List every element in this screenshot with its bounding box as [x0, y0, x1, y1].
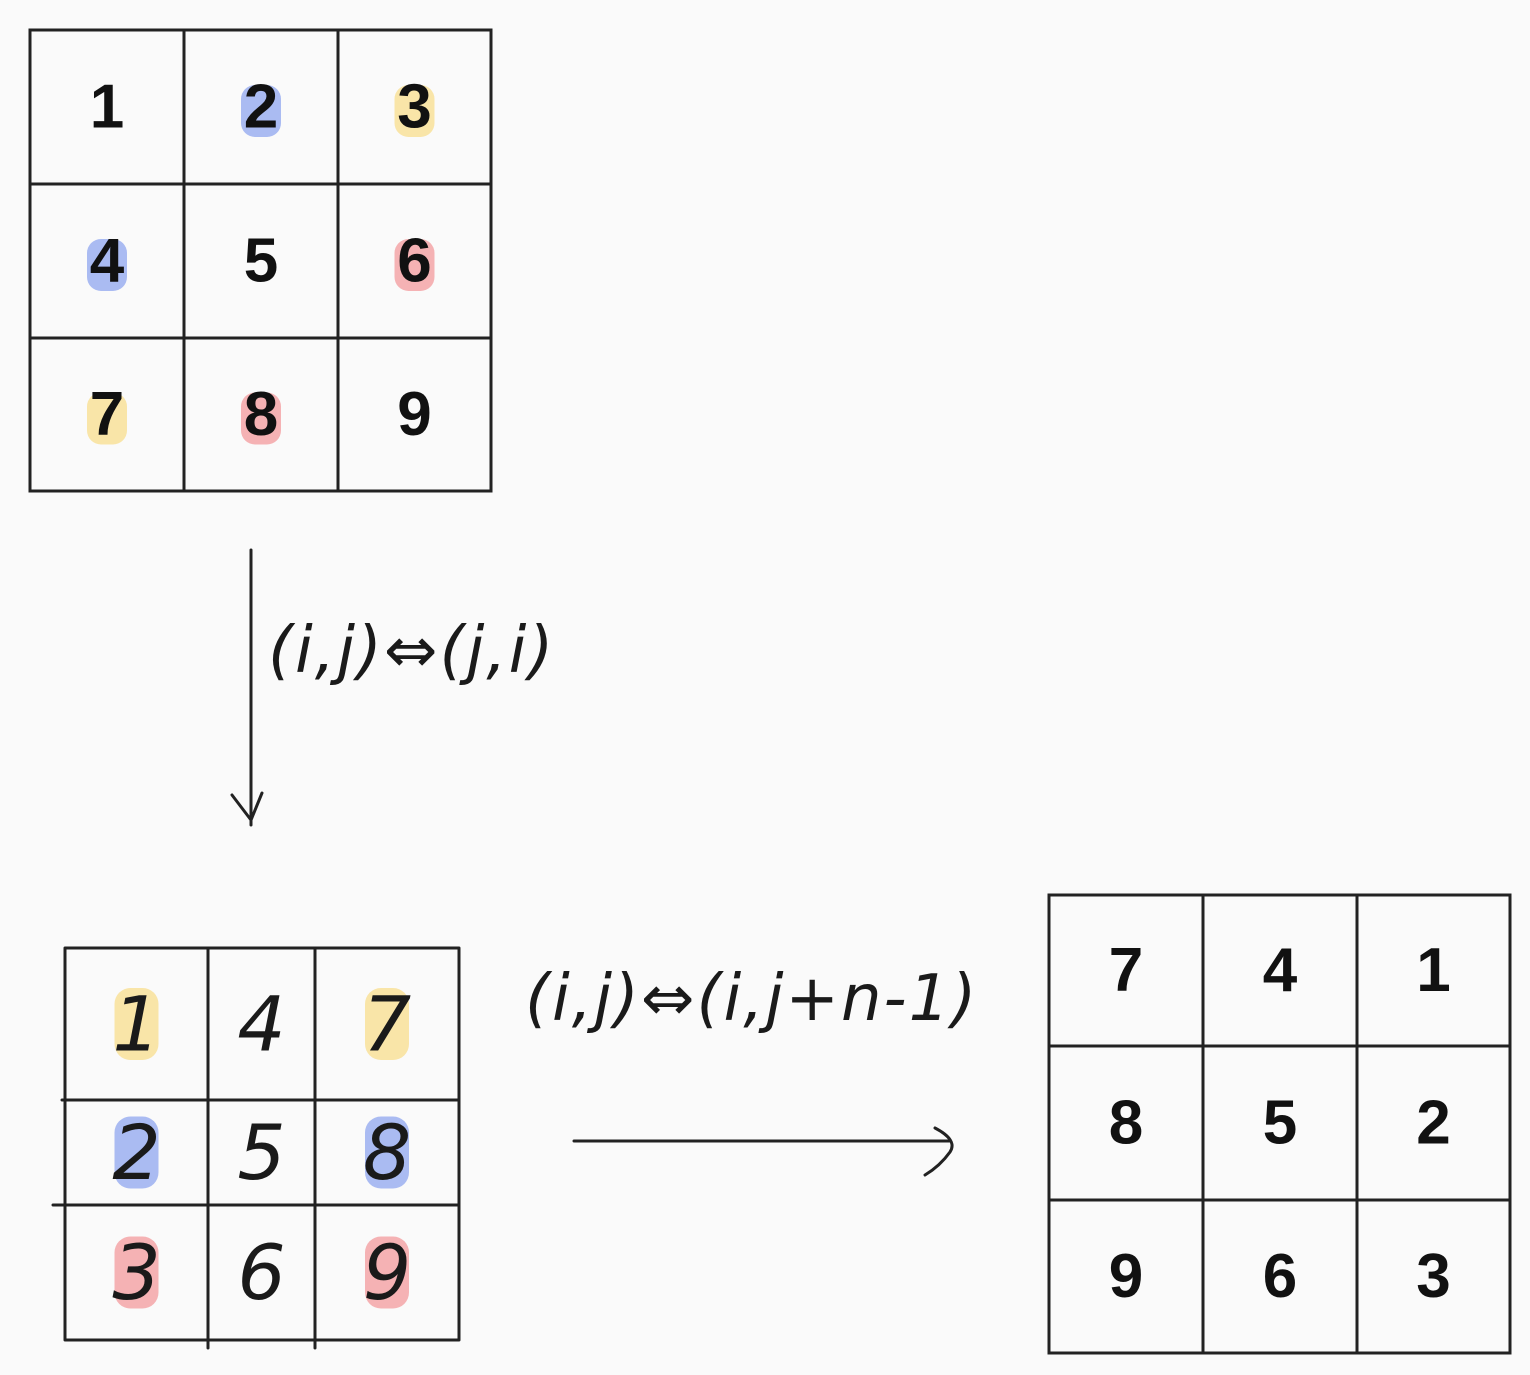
rotated_matrix-cell-8: 8 — [1109, 1089, 1143, 1158]
flip-label: (i,j)⇔(i,j+n-1) — [525, 962, 978, 1036]
original-matrix: 1 2 3 4 5 6 7 8 9 — [28, 28, 493, 493]
transposed_matrix-highlight-red — [114, 1236, 159, 1309]
transposed_matrix-border — [63, 946, 461, 1342]
transposed_matrix-cell-2: 2 — [112, 1108, 160, 1197]
original_matrix-cell-8: 8 — [244, 380, 278, 449]
transposed_matrix-highlight-red — [365, 1236, 409, 1309]
original_matrix-highlight-red — [241, 392, 281, 445]
transposed_matrix-highlight-yellow — [114, 988, 159, 1060]
transposed_matrix-cell-6: 6 — [237, 1228, 285, 1317]
original_matrix-cell-2: 2 — [244, 73, 278, 142]
rotated_matrix-border — [1047, 893, 1512, 1355]
rotated_matrix-cell-3: 3 — [1416, 1242, 1450, 1311]
original_matrix-cell-9: 9 — [397, 380, 431, 449]
original_matrix-highlight-red — [394, 239, 435, 291]
original_matrix-cell-7: 7 — [90, 380, 124, 449]
transpose-label: (i,j)⇔(j,i) — [268, 614, 555, 688]
rotated_matrix-cell-5: 5 — [1263, 1089, 1297, 1158]
transposed_matrix-cell-8: 8 — [363, 1108, 411, 1197]
transposed_matrix-cell-7: 7 — [363, 980, 411, 1069]
right-arrow — [572, 1126, 954, 1177]
original_matrix-highlight-yellow — [394, 85, 435, 137]
rotated_matrix-cell-2: 2 — [1416, 1089, 1450, 1158]
transposed_matrix-cell-1: 1 — [112, 980, 160, 1069]
transposed_matrix-cell-3: 3 — [112, 1228, 160, 1317]
transposed_matrix-highlight-blue — [114, 1116, 159, 1189]
rotated-matrix: 7 4 1 8 5 2 9 6 3 — [1047, 893, 1512, 1355]
original_matrix-cell-6: 6 — [397, 227, 431, 296]
rotated_matrix-cell-9: 9 — [1109, 1242, 1143, 1311]
down-arrow — [230, 548, 264, 827]
original_matrix-highlight-blue — [87, 239, 127, 291]
rotated_matrix-cell-4: 4 — [1263, 936, 1298, 1005]
transposed_matrix-highlight-yellow — [365, 988, 409, 1060]
original_matrix-cell-5: 5 — [244, 227, 278, 296]
transposed_matrix-cell-9: 9 — [363, 1228, 411, 1317]
transposed_matrix-highlight-blue — [365, 1116, 409, 1189]
original_matrix-highlight-blue — [241, 85, 281, 137]
original_matrix-cell-1: 1 — [90, 73, 124, 142]
original_matrix-cell-4: 4 — [90, 227, 125, 296]
rotated_matrix-cell-7: 7 — [1109, 936, 1143, 1005]
transposed_matrix-cell-4: 4 — [237, 980, 285, 1069]
transposed_matrix-cell-5: 5 — [237, 1108, 285, 1197]
original_matrix-cell-3: 3 — [397, 73, 431, 142]
original_matrix-border — [28, 28, 493, 493]
original_matrix-highlight-yellow — [87, 392, 127, 445]
rotated_matrix-cell-6: 6 — [1263, 1242, 1297, 1311]
rotated_matrix-cell-1: 1 — [1416, 936, 1450, 1005]
